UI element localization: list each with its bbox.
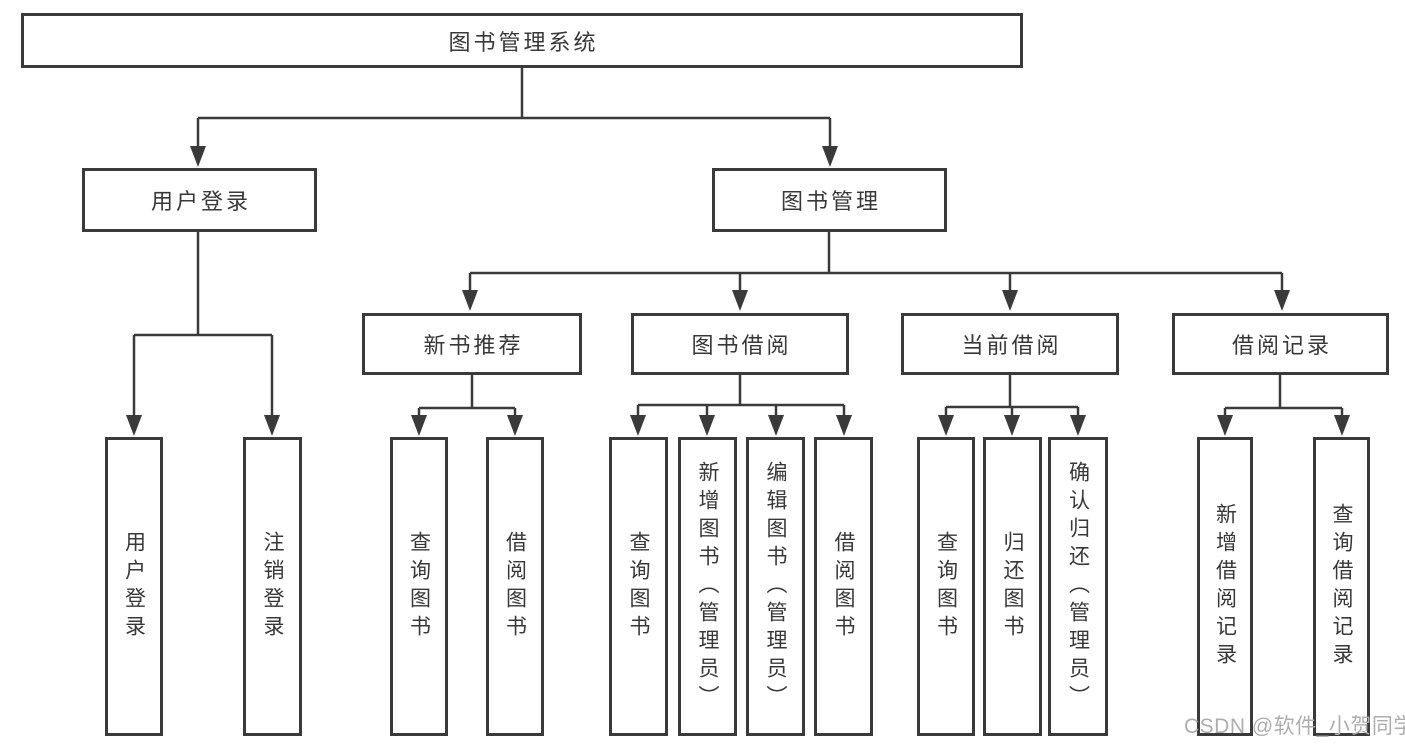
leaf-add-borrow-record: 新增借阅记录 — [1197, 437, 1253, 736]
leaf-confirm-return-admin: 确认归还（管理员） — [1048, 437, 1108, 736]
node-book-borrow-label: 图书借阅 — [691, 333, 792, 358]
node-user-login-label: 用户登录 — [150, 189, 251, 214]
node-book-management-label: 图书管理 — [780, 189, 881, 214]
node-book-management: 图书管理 — [712, 168, 947, 232]
leaf-edit-book-admin-label: 编辑图书（管理员） — [764, 460, 787, 713]
arrowhead-icon — [768, 415, 784, 436]
arrowhead-icon — [507, 415, 523, 436]
connector-lines — [132, 68, 1344, 419]
leaf-query-book-3: 查询图书 — [917, 437, 975, 736]
arrowhead-icon — [126, 415, 142, 436]
arrowheads — [126, 146, 1350, 436]
arrowhead-icon — [411, 415, 427, 436]
leaf-query-book-2-label: 查询图书 — [627, 530, 650, 643]
node-library-system-label: 图书管理系统 — [448, 29, 599, 55]
arrowhead-icon — [1217, 415, 1233, 436]
arrowhead-icon — [1004, 415, 1020, 436]
leaf-borrow-book-1: 借阅图书 — [486, 437, 544, 736]
leaf-logout-label: 注销登录 — [261, 530, 284, 643]
leaf-query-book-1: 查询图书 — [390, 437, 448, 736]
arrowhead-icon — [732, 290, 748, 311]
arrowhead-icon — [264, 415, 280, 436]
node-current-borrow-label: 当前借阅 — [961, 333, 1062, 358]
arrowhead-icon — [836, 415, 852, 436]
leaf-query-book-1-label: 查询图书 — [407, 530, 431, 643]
leaf-borrow-book-1-label: 借阅图书 — [503, 530, 527, 643]
leaf-query-borrow-record: 查询借阅记录 — [1313, 437, 1370, 736]
leaf-confirm-return-admin-label: 确认归还（管理员） — [1066, 460, 1090, 713]
arrowhead-icon — [699, 415, 715, 436]
leaf-query-book-2: 查询图书 — [609, 437, 668, 736]
leaf-logout: 注销登录 — [243, 437, 302, 736]
arrowhead-icon — [822, 146, 838, 167]
arrowhead-icon — [1274, 290, 1290, 311]
leaf-query-book-3-label: 查询图书 — [934, 530, 958, 643]
arrowhead-icon — [1002, 290, 1018, 311]
leaf-query-borrow-record-label: 查询借阅记录 — [1330, 502, 1353, 671]
leaf-borrow-book-2: 借阅图书 — [814, 437, 873, 736]
leaf-return-book: 归还图书 — [983, 437, 1042, 736]
node-new-book-recommend: 新书推荐 — [362, 313, 582, 375]
arrowhead-icon — [938, 415, 954, 436]
leaf-user-login: 用户登录 — [105, 437, 163, 736]
leaf-edit-book-admin: 编辑图书（管理员） — [746, 437, 805, 736]
leaf-user-login-label: 用户登录 — [122, 530, 146, 643]
arrowhead-icon — [1070, 415, 1086, 436]
leaf-add-book-admin-label: 新增图书（管理员） — [696, 460, 719, 713]
arrowhead-icon — [190, 146, 206, 167]
leaf-return-book-label: 归还图书 — [1001, 530, 1024, 643]
arrowhead-icon — [630, 415, 646, 436]
leaf-borrow-book-2-label: 借阅图书 — [832, 530, 855, 643]
node-library-system: 图书管理系统 — [21, 13, 1023, 68]
node-new-book-recommend-label: 新书推荐 — [423, 333, 524, 358]
node-user-login: 用户登录 — [82, 168, 317, 232]
csdn-watermark: CSDN @软件_小贺同学 — [1184, 715, 1405, 738]
arrowhead-icon — [462, 290, 478, 311]
node-book-borrow: 图书借阅 — [631, 313, 849, 375]
leaf-add-borrow-record-label: 新增借阅记录 — [1213, 502, 1237, 671]
leaf-add-book-admin: 新增图书（管理员） — [678, 437, 737, 736]
arrowhead-icon — [1334, 415, 1350, 436]
node-borrow-records: 借阅记录 — [1172, 313, 1389, 375]
node-current-borrow: 当前借阅 — [901, 313, 1119, 375]
node-borrow-records-label: 借阅记录 — [1231, 333, 1332, 358]
